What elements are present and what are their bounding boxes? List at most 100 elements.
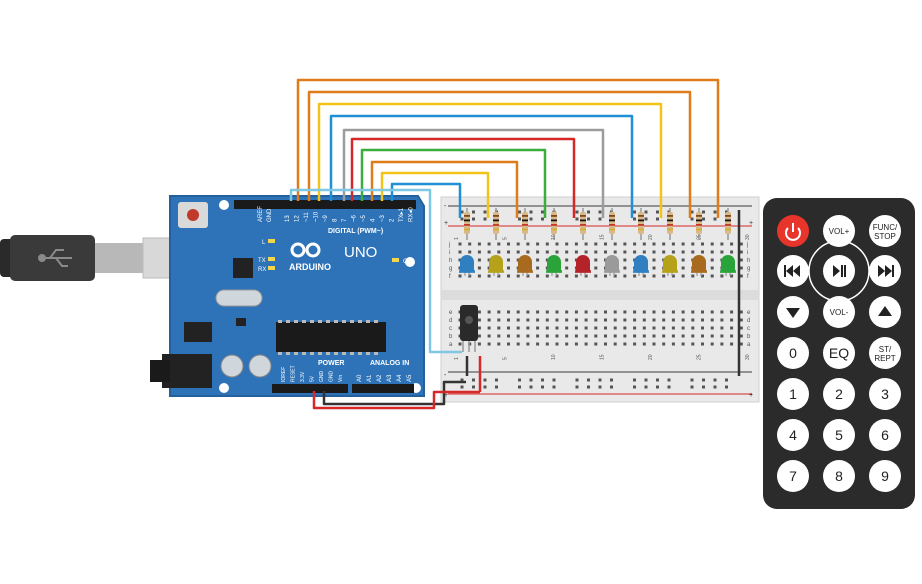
column-number: 20 xyxy=(648,354,654,360)
row-letter: g xyxy=(449,266,452,272)
wire-yellow-1 xyxy=(317,102,663,218)
power-pin-label: GND xyxy=(329,371,335,383)
power-pin-label: Vin xyxy=(338,375,344,382)
wire-yellow-2 xyxy=(380,171,490,218)
remote-button-7[interactable]: 7 xyxy=(777,460,809,492)
remote-button-4[interactable]: 4 xyxy=(777,419,809,451)
digital-header xyxy=(234,200,416,209)
column-number: 30 xyxy=(745,234,751,240)
digital-pin-label: 13 xyxy=(285,215,291,222)
fast-forward-icon[interactable] xyxy=(869,255,901,287)
row-letter: c xyxy=(747,326,750,332)
row-letter: b xyxy=(747,334,751,340)
remote-button-label: 9 xyxy=(881,468,889,484)
row-letter: b xyxy=(449,334,453,340)
ir-receiver[interactable] xyxy=(460,305,478,352)
remote-button-0[interactable]: 0 xyxy=(777,337,809,369)
digital-pin-label: ~3 xyxy=(380,214,386,222)
pin-label-aref: AREF xyxy=(258,206,264,222)
resistor[interactable] xyxy=(725,208,731,240)
row-letter: i xyxy=(747,250,748,256)
arduino-logo-icon xyxy=(290,242,321,258)
remote-button-5[interactable]: 5 xyxy=(823,419,855,451)
wire-gray xyxy=(342,128,605,218)
rail-minus-top: - xyxy=(444,203,447,210)
resistor[interactable] xyxy=(464,208,470,240)
remote-button-8[interactable]: 8 xyxy=(823,460,855,492)
resistor[interactable] xyxy=(696,208,702,240)
digital-pin-label: TX▸1 xyxy=(399,207,405,222)
reset-button[interactable] xyxy=(187,209,199,221)
power-pin-label: RESET xyxy=(291,365,297,382)
resistor[interactable] xyxy=(580,208,586,240)
play-pause-icon xyxy=(833,265,846,277)
resistor[interactable] xyxy=(551,208,557,240)
remote-button-1[interactable]: 1 xyxy=(777,378,809,410)
wires xyxy=(289,78,741,410)
wire-red-5v xyxy=(312,390,480,410)
resistor[interactable] xyxy=(638,208,644,240)
column-number: 20 xyxy=(648,234,654,240)
analog-pin-label: A4 xyxy=(397,374,403,382)
power-pin-label: GND xyxy=(319,371,325,383)
led[interactable] xyxy=(575,255,591,276)
led[interactable] xyxy=(459,255,475,276)
remote-button-9[interactable]: 9 xyxy=(869,460,901,492)
remote-button-eq[interactable]: EQ xyxy=(823,337,855,369)
remote-button-vol+[interactable]: VOL+ xyxy=(823,215,855,247)
rail-plus-bottom: + xyxy=(444,392,448,399)
digital-pin-label: ~9 xyxy=(323,214,329,222)
rail-plus-bottom-right: + xyxy=(749,392,753,399)
led[interactable] xyxy=(517,255,533,276)
rewind-icon[interactable] xyxy=(777,255,809,287)
remote-button-6[interactable]: 6 xyxy=(869,419,901,451)
power-header xyxy=(272,384,414,393)
row-letter: a xyxy=(449,342,453,348)
wire-orange-3 xyxy=(370,160,519,218)
resistor[interactable] xyxy=(667,208,673,240)
usb-icon xyxy=(38,249,72,267)
down-icon[interactable] xyxy=(777,296,809,328)
power-icon[interactable] xyxy=(777,215,809,247)
digital-pin-label: 7 xyxy=(342,218,348,222)
remote-button-label: VOL- xyxy=(830,308,849,317)
resistor[interactable] xyxy=(493,208,499,240)
remote-button-3[interactable]: 3 xyxy=(869,378,901,410)
digital-pin-label: ~5 xyxy=(361,214,367,222)
analog-pin-label: A2 xyxy=(377,374,383,382)
led[interactable] xyxy=(633,255,649,276)
remote-button-strept[interactable]: ST/REPT xyxy=(869,337,901,369)
remote-button-label: 1 xyxy=(789,386,797,402)
rail-minus-bottom: - xyxy=(444,372,447,379)
power-header-label: POWER xyxy=(318,360,344,367)
digital-pin-label: 8 xyxy=(333,218,339,222)
led[interactable] xyxy=(604,255,620,276)
row-letter: h xyxy=(449,258,452,264)
led[interactable] xyxy=(546,255,562,276)
remote-button-label: 5 xyxy=(835,427,843,443)
resistor[interactable] xyxy=(522,208,528,240)
remote-button-funcstop[interactable]: FUNC/STOP xyxy=(869,215,901,247)
power-icon xyxy=(785,223,801,241)
remote-button-2[interactable]: 2 xyxy=(823,378,855,410)
up-icon[interactable] xyxy=(869,296,901,328)
led[interactable] xyxy=(662,255,678,276)
digital-pin-label: 4 xyxy=(371,218,377,222)
digital-pin-label: 2 xyxy=(390,218,396,222)
led[interactable] xyxy=(691,255,707,276)
resistor[interactable] xyxy=(609,208,615,240)
analog-pin-label: A1 xyxy=(367,374,373,382)
digital-pin-label: ~10 xyxy=(314,211,320,222)
led[interactable] xyxy=(488,255,504,276)
play-pause-icon[interactable] xyxy=(823,255,855,287)
remote-button-vol-[interactable]: VOL- xyxy=(823,296,855,328)
led[interactable] xyxy=(720,255,736,276)
column-number: 15 xyxy=(600,234,606,240)
